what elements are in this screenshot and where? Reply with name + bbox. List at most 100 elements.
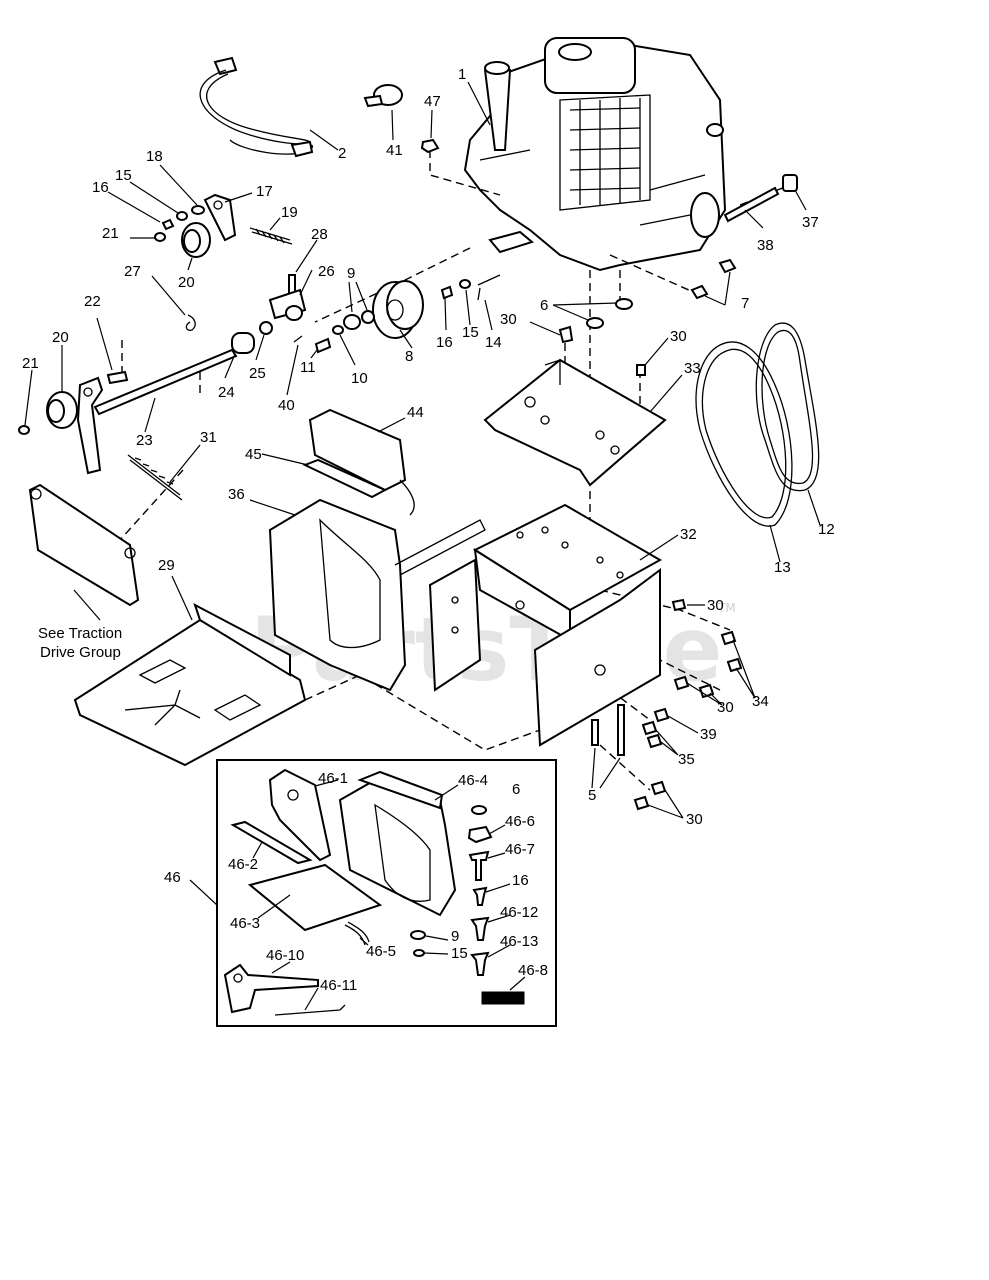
kit-bolt-46-13[interactable] xyxy=(470,951,490,976)
washer-18[interactable] xyxy=(191,205,205,215)
kit-strip-46-2[interactable] xyxy=(230,820,313,865)
bolt-39[interactable] xyxy=(653,707,670,723)
label-37: 37 xyxy=(802,214,819,231)
label-5: 5 xyxy=(588,787,596,804)
spring-31[interactable] xyxy=(127,454,183,501)
housing-36[interactable] xyxy=(268,498,486,692)
bushing-24[interactable] xyxy=(231,332,255,354)
label-27: 27 xyxy=(124,263,141,280)
label-21-left: 21 xyxy=(22,355,39,372)
base-plate-29[interactable] xyxy=(73,602,307,767)
label-46-10: 46-10 xyxy=(266,947,304,964)
cap-37[interactable] xyxy=(782,174,798,192)
label-20-left: 20 xyxy=(52,329,69,346)
label-36: 36 xyxy=(228,486,245,503)
engine-pulley-8[interactable] xyxy=(372,280,424,339)
idler-bracket-17[interactable] xyxy=(203,193,237,242)
note-line-2: Drive Group xyxy=(40,644,121,661)
cable-part[interactable] xyxy=(199,56,314,158)
drive-belt-13[interactable] xyxy=(695,341,793,527)
label-46-5: 46-5 xyxy=(366,943,396,960)
bolt-30-frame[interactable] xyxy=(671,598,687,612)
key-14[interactable] xyxy=(477,274,501,301)
nuts-35[interactable] xyxy=(641,720,663,749)
nut-15-top[interactable] xyxy=(176,211,188,221)
leader-lines xyxy=(24,81,821,1011)
label-17: 17 xyxy=(256,183,273,200)
washer-25[interactable] xyxy=(259,321,273,335)
key-part[interactable] xyxy=(363,84,403,108)
traction-drive-plate[interactable] xyxy=(28,483,140,607)
label-7: 7 xyxy=(741,295,749,312)
label-47: 47 xyxy=(424,93,441,110)
kit-arm-46-10[interactable] xyxy=(223,963,319,1014)
kit-decal-46-8[interactable] xyxy=(481,991,525,1005)
kit-washer-6[interactable] xyxy=(471,805,487,815)
bolt-30-right[interactable] xyxy=(636,364,646,376)
nuts-30-bottom[interactable] xyxy=(633,780,667,811)
label-6: 6 xyxy=(540,297,548,314)
label-20: 20 xyxy=(178,274,195,291)
label-41: 41 xyxy=(386,142,403,159)
label-31: 31 xyxy=(200,429,217,446)
kit-seal-46-5[interactable] xyxy=(344,921,370,946)
shaft-23[interactable] xyxy=(93,348,238,416)
idler-arm-bracket[interactable] xyxy=(76,376,104,475)
kit-housing-46-4[interactable] xyxy=(338,770,457,917)
label-29: 29 xyxy=(158,557,175,574)
gasket-45[interactable] xyxy=(302,458,388,499)
kit-sheet-46-3[interactable] xyxy=(247,863,383,932)
kit-nut-15[interactable] xyxy=(413,949,425,957)
label-38: 38 xyxy=(757,237,774,254)
label-2: 2 xyxy=(338,145,346,162)
bolts-5[interactable] xyxy=(591,704,625,756)
frame-32[interactable] xyxy=(428,503,663,747)
cover-44[interactable] xyxy=(308,408,415,516)
kit-washer-9[interactable] xyxy=(410,930,426,940)
kit-rod-46-11[interactable] xyxy=(274,1004,346,1016)
spring-19[interactable] xyxy=(249,227,293,245)
washer-6[interactable] xyxy=(586,298,633,329)
kit-bolt-46-12[interactable] xyxy=(470,916,490,941)
label-24: 24 xyxy=(218,384,235,401)
pulley-20-left[interactable] xyxy=(46,391,78,429)
label-15-right: 15 xyxy=(462,324,479,341)
label-16-right: 16 xyxy=(436,334,453,351)
kit-bolt-46-7[interactable] xyxy=(468,850,490,881)
pulley-20-top[interactable] xyxy=(181,222,211,258)
mounting-plate-33[interactable] xyxy=(483,358,667,487)
washer-10[interactable] xyxy=(332,325,344,335)
pin-40[interactable] xyxy=(293,335,303,343)
drive-belt-12[interactable] xyxy=(755,322,820,492)
label-46-7: 46-7 xyxy=(505,841,535,858)
bolt-16-right[interactable] xyxy=(440,285,454,300)
bolt-16-top[interactable] xyxy=(161,218,175,231)
label-13: 13 xyxy=(774,559,791,576)
bolt-11[interactable] xyxy=(314,337,332,354)
bolts-34[interactable] xyxy=(720,630,743,673)
nut-21-left[interactable] xyxy=(18,425,30,435)
bolts-30-side[interactable] xyxy=(673,675,715,699)
arm-26[interactable] xyxy=(268,288,307,321)
nut-47[interactable] xyxy=(420,138,440,154)
label-46-11: 46-11 xyxy=(320,977,357,994)
bolt-30-top[interactable] xyxy=(558,325,574,344)
kit-nut-46-6[interactable] xyxy=(467,825,493,844)
nut-15-right[interactable] xyxy=(459,279,471,289)
nut-21-top[interactable] xyxy=(154,232,166,242)
washer-9[interactable] xyxy=(343,310,375,330)
engine-part[interactable] xyxy=(463,37,727,272)
label-8: 8 xyxy=(405,348,413,365)
kit-bolt-16[interactable] xyxy=(472,886,488,906)
clip-27[interactable] xyxy=(185,314,196,331)
bolt-22[interactable] xyxy=(106,370,129,385)
label-15: 15 xyxy=(115,167,132,184)
label-21: 21 xyxy=(102,225,119,242)
label-30-side: 30 xyxy=(717,699,734,716)
label-35: 35 xyxy=(678,751,695,768)
nut-7[interactable] xyxy=(690,258,737,300)
label-16: 16 xyxy=(92,179,109,196)
kit-bracket-46-1[interactable] xyxy=(268,768,332,862)
dipstick-38[interactable] xyxy=(723,186,780,223)
